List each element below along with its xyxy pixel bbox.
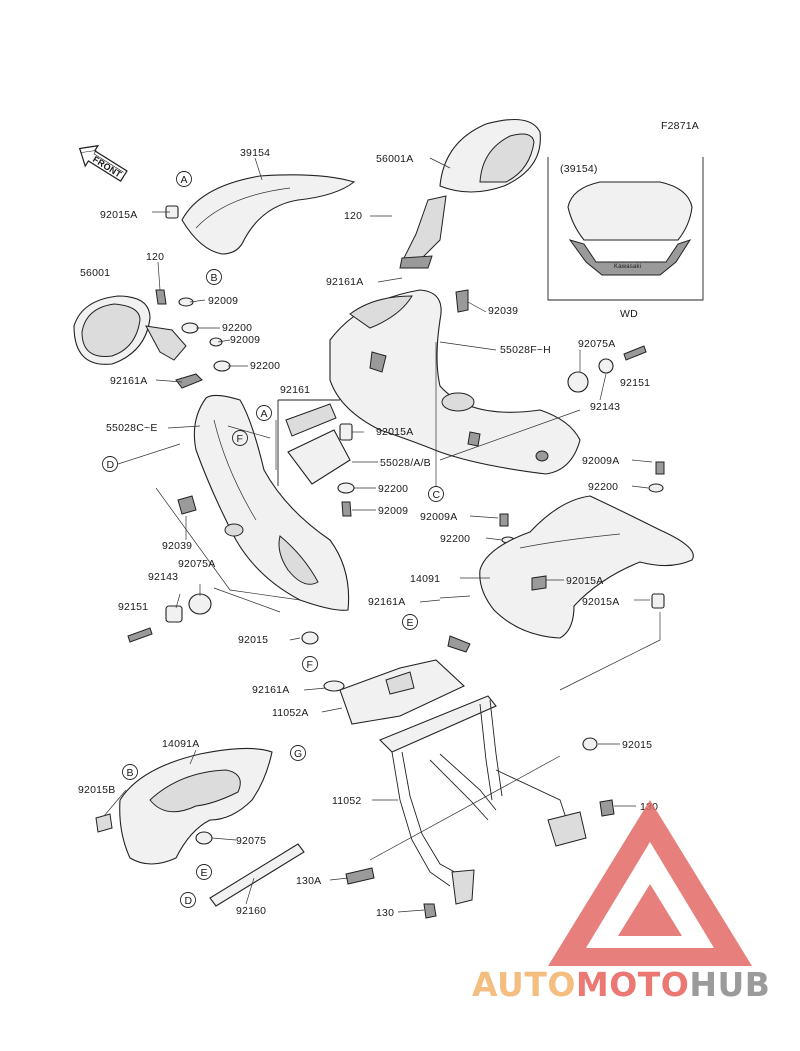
part-label: 92143: [148, 571, 178, 583]
part-label: 92009: [378, 505, 408, 517]
part-label: 92039: [488, 305, 518, 317]
part-label: 92161A: [368, 596, 405, 608]
part-label: 92015A: [376, 426, 413, 438]
callout-label: F: [237, 433, 244, 445]
side-cowl-left: [193, 394, 350, 611]
part-label: 92009A: [420, 511, 457, 523]
callout-label: E: [201, 867, 208, 879]
part-label: 56001: [80, 267, 110, 279]
part-label: 92161A: [110, 375, 147, 387]
inset-emblem: Kawasaki: [614, 264, 641, 270]
part-labels: 39154 56001A 92015A 120 120 56001 92009 …: [78, 147, 658, 919]
inset-title: (39154): [560, 163, 598, 175]
front-arrow-icon: FRONT: [78, 144, 128, 182]
callout-label: E: [407, 617, 414, 629]
inner-trim-box: [277, 399, 355, 517]
part-label: 14091A: [162, 738, 199, 750]
part-label: 92161A: [252, 684, 289, 696]
part-label: 92143: [590, 401, 620, 413]
left-hardware: [127, 205, 231, 643]
leader-lines: [103, 157, 661, 913]
callout-label: D: [185, 895, 193, 907]
callout-markers: A A B B C D D E E F F G: [102, 171, 444, 908]
part-label: 120: [344, 210, 362, 222]
part-label: 92009A: [582, 455, 619, 467]
inner-cover-14091A: [95, 747, 305, 907]
part-label: 92200: [378, 483, 408, 495]
inner-panel-14091: [479, 495, 694, 639]
part-label: 92015A: [582, 596, 619, 608]
stay-11052: [301, 595, 615, 919]
part-label: 92160: [236, 905, 266, 917]
part-label: 92015: [238, 634, 268, 646]
part-label: 92200: [588, 481, 618, 493]
callout-label: D: [107, 459, 115, 471]
part-label: 92075A: [578, 338, 615, 350]
part-label: 92015A: [100, 209, 137, 221]
part-label: 92015B: [78, 784, 115, 796]
svg-text:AUTOMOTOHUB: AUTOMOTOHUB: [472, 965, 770, 1004]
figure-code: F2871A: [661, 120, 699, 132]
callout-label: A: [181, 174, 188, 186]
mirror-56001A: [399, 118, 541, 269]
part-label: 14091: [410, 573, 440, 585]
part-label: 92075: [236, 835, 266, 847]
part-label: 92200: [440, 533, 470, 545]
mirror-56001: [73, 295, 187, 365]
part-label: 130: [376, 907, 394, 919]
watermark-triangle-icon: [548, 800, 752, 966]
callout-label: B: [127, 767, 134, 779]
watermark-hub: HUB: [689, 965, 770, 1004]
part-label: 55028C~E: [106, 422, 158, 434]
part-label: 92161A: [326, 276, 363, 288]
part-label: 92151: [118, 601, 148, 613]
part-label: 11052A: [272, 707, 309, 719]
upper-cowl-center: [329, 289, 581, 475]
part-label: 11052: [332, 795, 361, 807]
part-label: 92009: [230, 334, 260, 346]
part-label: 130A: [296, 875, 321, 887]
watermark-auto: AUTO: [472, 965, 576, 1004]
inset-caption: WD: [620, 308, 638, 320]
part-label: 92200: [250, 360, 280, 372]
watermark-logo: AUTOMOTOHUB: [472, 800, 770, 1004]
part-label: 120: [146, 251, 164, 263]
callout-label: B: [211, 272, 218, 284]
part-label: 92015: [622, 739, 652, 751]
callout-label: C: [433, 489, 441, 501]
part-label: 92075A: [178, 558, 215, 570]
callout-label: G: [294, 748, 302, 760]
part-label: 92161: [280, 384, 310, 396]
part-label: 55028F~H: [500, 344, 551, 356]
callout-label: A: [261, 408, 268, 420]
inset-windshield-wd: (39154) Kawasaki WD: [547, 157, 704, 320]
part-label: 55028/A/B: [380, 457, 431, 469]
part-label: 92039: [162, 540, 192, 552]
part-label: 92009: [208, 295, 238, 307]
part-label: 39154: [240, 147, 270, 159]
watermark-moto: MOTO: [576, 965, 689, 1004]
watermark-inner-triangle-icon: [618, 884, 682, 936]
part-label: 56001A: [376, 153, 413, 165]
windshield-39154: [181, 174, 356, 255]
part-label: 92200: [222, 322, 252, 334]
right-hardware: [455, 289, 665, 609]
callout-label: F: [307, 659, 314, 671]
part-label: 92015A: [566, 575, 603, 587]
part-label: 92151: [620, 377, 650, 389]
